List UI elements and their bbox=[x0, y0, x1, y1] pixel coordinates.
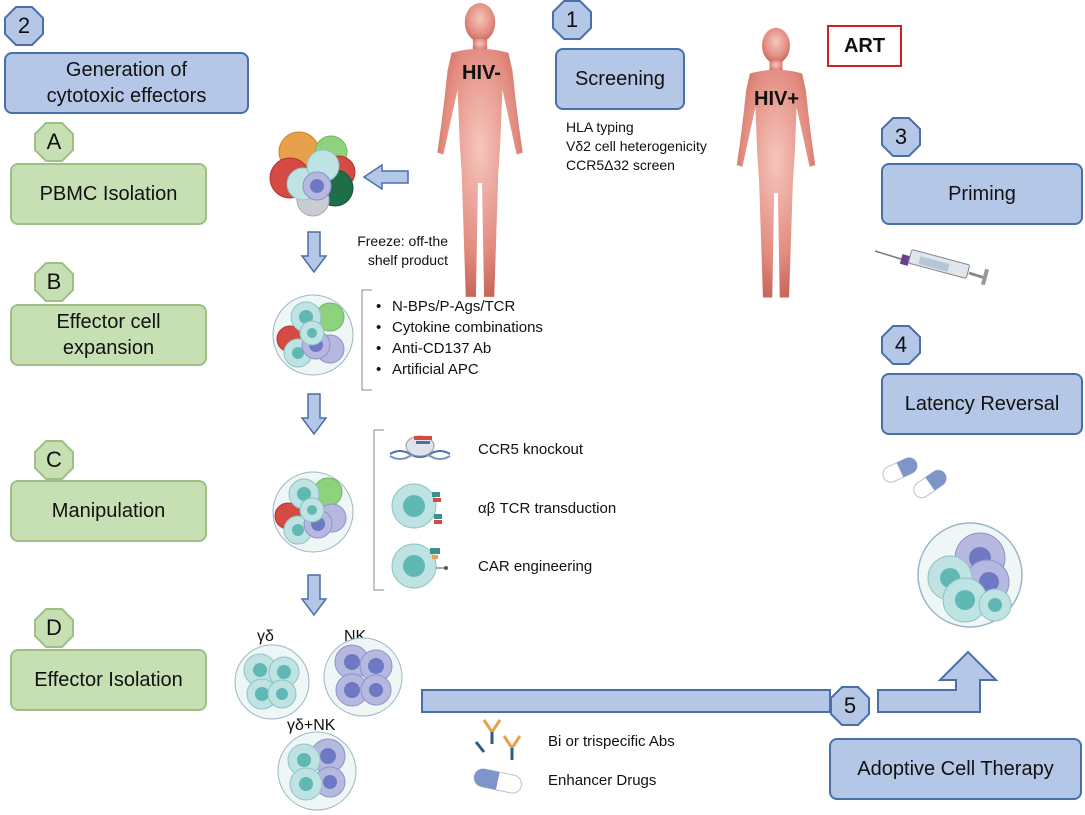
hiv-positive-person bbox=[736, 27, 816, 298]
expansion-cell-cluster bbox=[272, 294, 354, 376]
manipulation-bracket bbox=[373, 429, 384, 591]
step-letter: C bbox=[46, 447, 62, 472]
generation-box: Generation of cytotoxic effectors bbox=[4, 52, 249, 114]
gdnk-label-svg: γδ+NK bbox=[287, 717, 336, 734]
priming-box: Priming bbox=[881, 163, 1083, 225]
manipulation-cell-cluster bbox=[272, 471, 354, 553]
hiv-negative-label: HIV- bbox=[462, 62, 501, 84]
nk-cell-cluster bbox=[323, 637, 403, 717]
ccr5-knockout-label: CCR5 knockout bbox=[478, 441, 584, 458]
latency-reversal-box: Latency Reversal bbox=[881, 373, 1083, 435]
expansion-list: N-BPs/P-Ags/TCR Cytokine combinations An… bbox=[376, 296, 543, 380]
art-box: ART bbox=[827, 25, 902, 67]
step-c-badge: C bbox=[34, 440, 74, 480]
expansion-item: Artificial APC bbox=[376, 359, 543, 380]
gd-label: γδ bbox=[257, 628, 274, 645]
expansion-item: Anti-CD137 Ab bbox=[376, 338, 543, 359]
collection-arrow bbox=[362, 163, 409, 191]
screening-item: Vδ2 cell heterogenicity bbox=[566, 137, 707, 154]
adoptive-cell-cluster bbox=[917, 522, 1023, 628]
step-letter: D bbox=[46, 615, 62, 640]
screening-item: CCR5Δ32 screen bbox=[566, 156, 675, 173]
step-4-badge: 4 bbox=[881, 325, 921, 365]
gd-label-svg: γδ bbox=[257, 628, 274, 645]
step-a-badge: A bbox=[34, 122, 74, 162]
down-arrow-1 bbox=[300, 231, 328, 274]
step-2-badge: 2 bbox=[4, 6, 44, 46]
down-arrow-2 bbox=[300, 393, 328, 436]
therapy-flow-arrow bbox=[421, 650, 999, 713]
car-engineering-label: CAR engineering bbox=[478, 558, 593, 575]
gdnk-label: γδ+NK bbox=[287, 717, 336, 734]
crispr-icon bbox=[389, 435, 451, 460]
tcr-cell-icon bbox=[391, 483, 442, 529]
step-b-badge: B bbox=[34, 262, 74, 302]
step-number: 2 bbox=[17, 13, 31, 38]
step-number: 3 bbox=[894, 124, 908, 149]
effector-expansion-box: Effector cell expansion bbox=[10, 304, 207, 366]
bispecific-abs-label: Bi or trispecific Abs bbox=[548, 733, 675, 750]
pills-icon bbox=[882, 457, 947, 499]
freeze-note: Freeze: off-the shelf product bbox=[357, 233, 448, 268]
enhancer-drugs-label: Enhancer Drugs bbox=[548, 772, 657, 789]
step-letter: A bbox=[46, 129, 62, 154]
adoptive-cell-therapy-box: Adoptive Cell Therapy bbox=[829, 738, 1082, 800]
expansion-bracket bbox=[361, 289, 372, 391]
expansion-item: N-BPs/P-Ags/TCR bbox=[376, 296, 543, 317]
step-1-badge: 1 bbox=[552, 0, 592, 40]
gd-cell-cluster bbox=[234, 644, 310, 720]
step-number: 5 bbox=[843, 693, 857, 718]
screening-item: HLA typing bbox=[566, 119, 634, 135]
hiv-positive-label: HIV+ bbox=[754, 88, 800, 110]
car-cell-icon bbox=[391, 543, 448, 589]
ab-tcr-label: αβ TCR transduction bbox=[478, 500, 617, 517]
effector-isolation-box: Effector Isolation bbox=[10, 649, 207, 711]
expansion-item: Cytokine combinations bbox=[376, 317, 543, 338]
screening-list: HLA typing Vδ2 cell heterogenicity CCR5Δ… bbox=[566, 118, 707, 175]
enhancer-pill-icon bbox=[473, 768, 522, 794]
step-3-badge: 3 bbox=[881, 117, 921, 157]
step-5-badge: 5 bbox=[830, 686, 870, 726]
gdnk-cell-cluster bbox=[277, 731, 357, 811]
syringe-icon bbox=[874, 249, 990, 285]
screening-box: Screening bbox=[555, 48, 685, 110]
manipulation-box: Manipulation bbox=[10, 480, 207, 542]
pbmc-cell-cluster bbox=[269, 131, 356, 217]
pbmc-isolation-box: PBMC Isolation bbox=[10, 163, 207, 225]
step-d-badge: D bbox=[34, 608, 74, 648]
down-arrow-3 bbox=[300, 574, 328, 617]
step-number: 4 bbox=[894, 332, 908, 357]
antibodies-icon bbox=[474, 719, 522, 760]
step-number: 1 bbox=[565, 7, 579, 32]
step-letter: B bbox=[46, 269, 62, 294]
